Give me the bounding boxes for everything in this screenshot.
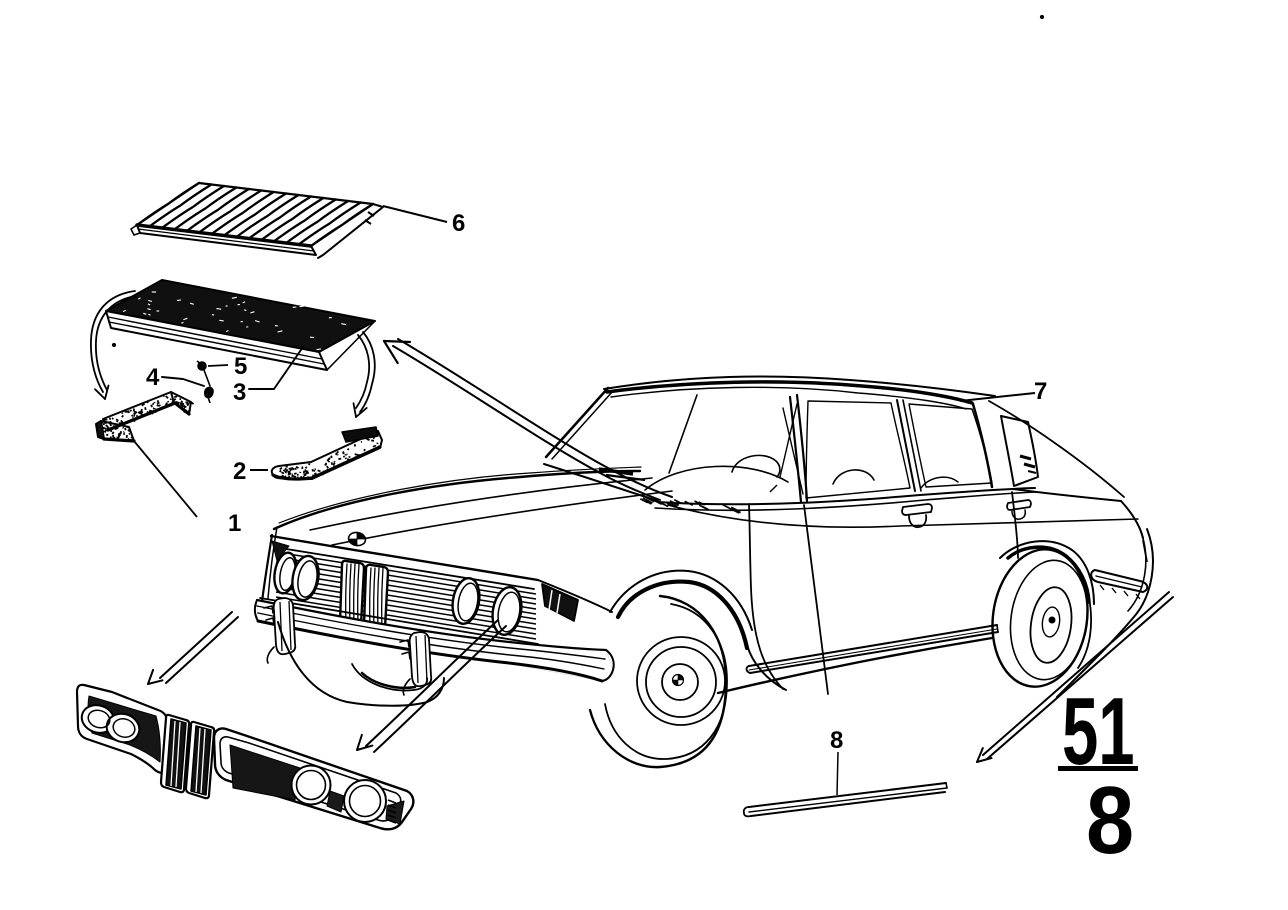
svg-text:5: 5 xyxy=(234,353,247,380)
svg-text:3: 3 xyxy=(233,379,246,406)
svg-text:8: 8 xyxy=(1086,767,1134,874)
svg-text:4: 4 xyxy=(146,364,160,391)
svg-text:7: 7 xyxy=(1034,378,1047,405)
svg-text:2: 2 xyxy=(233,458,246,485)
svg-text:6: 6 xyxy=(452,210,465,237)
svg-text:8: 8 xyxy=(830,727,843,754)
svg-text:1: 1 xyxy=(228,510,241,537)
